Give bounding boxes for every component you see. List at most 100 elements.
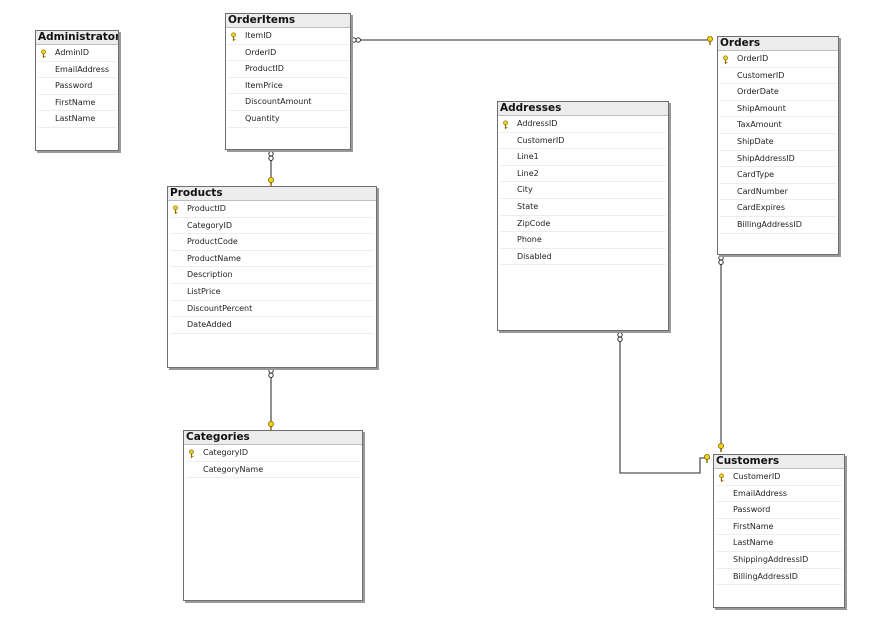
- table-title: OrderItems: [226, 14, 350, 28]
- column-row[interactable]: Line1: [500, 149, 666, 166]
- primary-key-icon: [188, 445, 198, 460]
- one-end-key-icon: [268, 421, 274, 430]
- column-name: OrderID: [245, 47, 277, 57]
- column-row[interactable]: CustomerID: [500, 133, 666, 150]
- column-row[interactable]: CardNumber: [720, 184, 836, 201]
- column-row[interactable]: EmailAddress: [38, 62, 116, 79]
- column-row[interactable]: DateAdded: [170, 317, 374, 334]
- column-row[interactable]: OrderDate: [720, 84, 836, 101]
- one-end-key-icon: [707, 36, 713, 45]
- column-row[interactable]: ProductID: [170, 201, 374, 218]
- column-row[interactable]: Quantity: [228, 111, 348, 128]
- column-row[interactable]: State: [500, 199, 666, 216]
- column-row[interactable]: ShipDate: [720, 134, 836, 151]
- column-row[interactable]: ProductID: [228, 61, 348, 78]
- column-name: City: [517, 185, 533, 195]
- column-name: CategoryID: [203, 448, 249, 457]
- column-name: BillingAddressID: [733, 571, 798, 581]
- column-name: CardExpires: [737, 203, 786, 213]
- column-row[interactable]: ZipCode: [500, 216, 666, 233]
- column-row[interactable]: CustomerID: [720, 68, 836, 85]
- column-name: DiscountAmount: [245, 97, 312, 107]
- column-row[interactable]: CategoryID: [186, 445, 360, 462]
- column-row[interactable]: Password: [38, 78, 116, 95]
- relationship-line-addresses-customers: [619, 331, 710, 474]
- column-row[interactable]: City: [500, 182, 666, 199]
- column-name: CustomerID: [733, 472, 781, 481]
- column-name: CustomerID: [737, 70, 785, 80]
- column-row[interactable]: TaxAmount: [720, 117, 836, 134]
- column-row[interactable]: LastName: [716, 535, 842, 552]
- column-row[interactable]: DiscountPercent: [170, 301, 374, 318]
- column-row[interactable]: CardExpires: [720, 200, 836, 217]
- table-title: Products: [168, 187, 376, 201]
- column-name: Phone: [517, 235, 542, 245]
- column-name: Password: [733, 505, 771, 515]
- column-name: ListPrice: [187, 286, 221, 296]
- column-row[interactable]: Phone: [500, 232, 666, 249]
- column-row[interactable]: ShipAddressID: [720, 151, 836, 168]
- column-row[interactable]: ShippingAddressID: [716, 552, 842, 569]
- column-name: ProductName: [187, 253, 241, 263]
- column-name: Quantity: [245, 113, 280, 123]
- column-row[interactable]: DiscountAmount: [228, 94, 348, 111]
- column-name: DiscountPercent: [187, 303, 253, 313]
- column-name: ShipAmount: [737, 103, 786, 113]
- column-name: ShipDate: [737, 136, 774, 146]
- one-end-key-icon: [704, 454, 710, 463]
- column-row[interactable]: AddressID: [500, 116, 666, 133]
- column-row[interactable]: OrderID: [720, 51, 836, 68]
- column-row[interactable]: CustomerID: [716, 469, 842, 486]
- many-end-symbol: [268, 368, 274, 378]
- column-name: CardType: [737, 170, 775, 180]
- column-name: State: [517, 201, 539, 211]
- column-row[interactable]: ProductName: [170, 251, 374, 268]
- column-name: ZipCode: [517, 218, 551, 228]
- column-name: CategoryName: [203, 464, 264, 474]
- column-row[interactable]: Password: [716, 502, 842, 519]
- column-row[interactable]: CardType: [720, 167, 836, 184]
- column-name: DateAdded: [187, 320, 232, 330]
- column-row[interactable]: EmailAddress: [716, 486, 842, 503]
- column-row[interactable]: ShipAmount: [720, 101, 836, 118]
- column-row[interactable]: AdminID: [38, 45, 116, 62]
- column-name: ItemPrice: [245, 80, 283, 90]
- column-name: ProductCode: [187, 237, 238, 247]
- column-row[interactable]: FirstName: [38, 95, 116, 112]
- column-row[interactable]: Description: [170, 267, 374, 284]
- column-row[interactable]: BillingAddressID: [720, 217, 836, 234]
- column-name: Line1: [517, 152, 539, 162]
- column-row[interactable]: ItemID: [228, 28, 348, 45]
- one-end-key-icon: [718, 443, 724, 452]
- column-name: AdminID: [55, 48, 90, 57]
- primary-key-icon: [718, 469, 728, 484]
- column-row[interactable]: ListPrice: [170, 284, 374, 301]
- column-row[interactable]: Disabled: [500, 249, 666, 266]
- column-name: ItemID: [245, 31, 272, 40]
- primary-key-icon: [502, 116, 512, 131]
- column-name: TaxAmount: [737, 120, 782, 130]
- table-title: Customers: [714, 455, 844, 469]
- column-name: ProductID: [187, 204, 226, 213]
- column-row[interactable]: BillingAddressID: [716, 569, 842, 586]
- column-row[interactable]: OrderID: [228, 45, 348, 62]
- column-row[interactable]: CategoryID: [170, 218, 374, 235]
- column-row[interactable]: Line2: [500, 166, 666, 183]
- table-title: Addresses: [498, 102, 668, 116]
- column-row[interactable]: ItemPrice: [228, 78, 348, 95]
- column-row[interactable]: CategoryName: [186, 462, 360, 479]
- column-row[interactable]: FirstName: [716, 519, 842, 536]
- column-name: FirstName: [55, 97, 96, 107]
- column-row[interactable]: ProductCode: [170, 234, 374, 251]
- column-name: OrderDate: [737, 87, 779, 97]
- column-name: Disabled: [517, 251, 552, 261]
- column-name: CardNumber: [737, 186, 788, 196]
- column-row[interactable]: LastName: [38, 111, 116, 128]
